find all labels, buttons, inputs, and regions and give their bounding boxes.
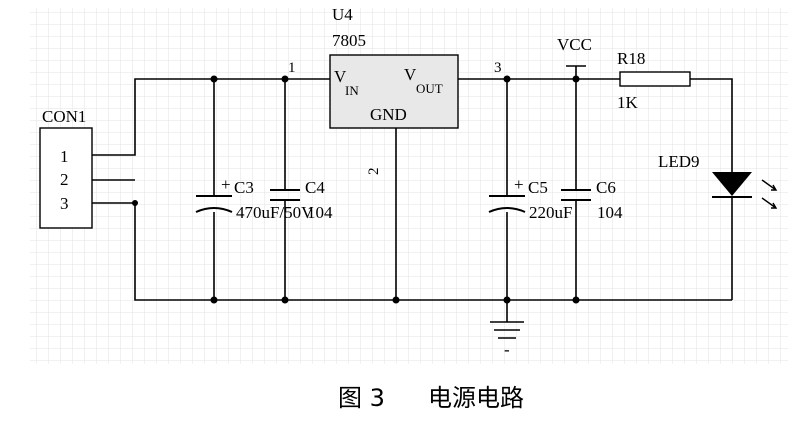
vout-label: V — [404, 65, 417, 84]
junction — [392, 296, 400, 304]
wires — [92, 65, 733, 322]
caption-title: 电源电路 — [428, 384, 524, 412]
led-ref: LED9 — [658, 152, 700, 171]
capacitor-c6: C6 104 — [561, 178, 623, 222]
pin-gnd-number: 2 — [366, 168, 382, 176]
led-led9: LED9 — [658, 152, 778, 209]
junction — [572, 296, 580, 304]
led-emission-arrow — [761, 197, 778, 209]
junctions — [132, 75, 580, 304]
c3-value: 470uF/50V — [236, 203, 314, 222]
connector-pin-3: 3 — [60, 194, 69, 213]
c6-ref: C6 — [596, 178, 616, 197]
regulator-ref: U4 — [332, 5, 353, 24]
resistor-r18: R18 1K — [617, 49, 691, 112]
c6-value: 104 — [597, 203, 623, 222]
capacitor-c3: + C3 470uF/50V — [195, 175, 314, 222]
c4-ref: C4 — [305, 178, 325, 197]
junction — [572, 75, 580, 83]
pin-out-number: 3 — [494, 60, 502, 76]
c3-ref: C3 — [234, 178, 254, 197]
c3-polarity: + — [221, 175, 231, 194]
pin-in-number: 1 — [288, 60, 296, 76]
resistor-body — [619, 71, 691, 87]
wire-input-top — [92, 78, 330, 156]
connector-con1: CON1 1 2 3 — [39, 107, 93, 229]
junction — [503, 296, 511, 304]
junction — [503, 75, 511, 83]
wire-to-led — [690, 78, 733, 168]
c5-polarity: + — [514, 175, 524, 194]
figure-caption: 图 3 电源电路 — [338, 384, 524, 412]
gnd-label: GND — [370, 105, 407, 124]
capacitor-c4: C4 104 — [270, 178, 333, 222]
resistor-value: 1K — [617, 93, 639, 112]
regulator-part: 7805 — [332, 31, 366, 50]
c5-ref: C5 — [528, 178, 548, 197]
led-emission-arrow — [761, 179, 778, 191]
connector-label: CON1 — [42, 107, 86, 126]
vcc-label: VCC — [557, 35, 592, 54]
c4-value: 104 — [307, 203, 333, 222]
junction — [210, 296, 218, 304]
c5-value: 220uF — [529, 203, 572, 222]
connector-pin-2: 2 — [60, 170, 69, 189]
vin-subscript: IN — [345, 83, 359, 98]
junction — [210, 75, 218, 83]
ground-mark: - — [504, 340, 510, 359]
capacitor-c5: + C5 220uF — [488, 175, 572, 222]
vout-subscript: OUT — [416, 81, 443, 96]
regulator-body — [329, 54, 459, 129]
wire-ground-rail — [92, 202, 732, 301]
regulator-u4: U4 7805 V IN V OUT GND 1 3 2 — [288, 5, 502, 175]
c3-plate-curved — [195, 207, 233, 213]
junction — [281, 75, 289, 83]
resistor-ref: R18 — [617, 49, 645, 68]
junction — [132, 200, 138, 206]
vin-label: V — [334, 67, 347, 86]
ground-symbol: - — [490, 321, 524, 359]
connector-body — [39, 127, 93, 229]
connector-pin-1: 1 — [60, 147, 69, 166]
junction — [281, 296, 289, 304]
led-triangle — [712, 172, 752, 196]
caption-number: 图 3 — [338, 384, 385, 412]
c5-plate-curved — [488, 207, 526, 213]
